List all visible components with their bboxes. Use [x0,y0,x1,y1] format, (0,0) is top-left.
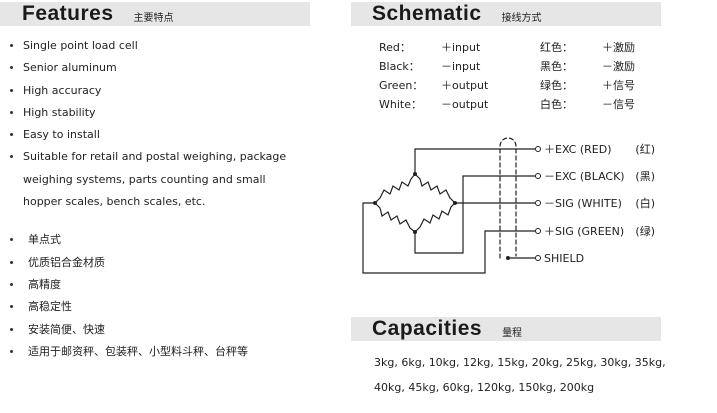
feature-text: Senior aluminum [23,61,117,75]
feature-text: High accuracy [23,83,102,97]
terminal-label: SHIELD [544,252,584,265]
resistor-upper-right [414,173,456,204]
feature-text: hopper scales, bench scales, etc. [23,195,206,209]
terminal-sig-plus [535,228,541,234]
schematic-header: Schematic 接线方式 [351,2,661,26]
cable-shield [499,137,517,259]
feature-item-cn: 单点式 [8,232,338,254]
feature-item: Senior aluminum [8,60,338,82]
terminal-label-cn: (红) [635,143,655,156]
feature-item: High accuracy [8,83,338,105]
feature-item-cn: 高精度 [8,277,338,299]
capacities-subtitle: 量程 [502,327,523,339]
wiring-color: White： [379,98,422,111]
bullet-icon [10,305,13,309]
terminal-label: ＋SIG (GREEN) [544,225,624,238]
features-header: Features 主要特点 [0,2,310,26]
terminal-shield [535,255,541,261]
wire-exc-minus [414,175,536,254]
capacities-line-1: 3kg, 6kg, 10kg, 12kg, 15kg, 20kg, 25kg, … [374,356,666,369]
wiring-color: Black： [379,60,420,73]
bullet-icon [10,88,13,92]
wiring-signal: ＋input [441,41,481,54]
terminal-label-cn: (白) [635,196,655,210]
wiring-cn-color: 白色： [540,98,573,111]
terminal-label: －EXC (BLACK) [544,170,625,183]
features-title: Features [22,2,114,25]
wiring-cn-color: 绿色： [540,79,573,92]
wiring-cn-signal: －信号 [602,98,635,111]
node-bottom [413,230,417,234]
schematic-subtitle: 接线方式 [501,12,542,24]
bullet-icon [10,110,13,114]
feature-text: Suitable for retail and postal weighing,… [23,150,287,164]
wiring-color: Green： [379,79,424,92]
feature-text: Single point load cell [23,39,138,52]
bullet-icon [10,260,13,264]
terminal-label-cn: (绿) [635,224,655,238]
node-left [373,201,377,205]
wiring-cn-signal: －激励 [602,60,635,73]
schematic-title: Schematic [372,2,482,25]
wiring-cn-color: 黑色： [540,60,573,73]
bullet-icon [10,238,13,242]
feature-text-cn: 高稳定性 [28,300,72,314]
wiring-signal: ＋output [441,79,489,92]
feature-text-cn: 安装简便、快速 [28,322,105,336]
wiring-signal: －output [441,98,489,111]
feature-item: Suitable for retail and postal weighing,… [8,149,338,171]
capacities-line-2: 40kg, 45kg, 60kg, 120kg, 150kg, 200kg [374,381,595,394]
node-shield [506,256,510,260]
feature-text-cn: 优质铝合金材质 [28,255,105,269]
terminal-sig-minus [535,200,541,206]
capacities-title: Capacities [372,317,483,340]
bullet-icon [10,44,13,47]
wiring-cn-signal: ＋激励 [602,41,635,54]
terminal-exc-plus [535,146,541,152]
bullet-icon [10,349,13,353]
feature-item: High stability [8,105,338,127]
feature-item-cn: 适用于邮资秤、包装秤、小型料斗秤、台秤等 [8,344,338,366]
feature-item: Easy to install [8,127,338,149]
feature-item: hopper scales, bench scales, etc. [8,194,338,216]
feature-text-cn: 单点式 [28,233,61,247]
wiring-cn-signal: ＋信号 [602,79,635,92]
features-subtitle: 主要特点 [133,12,174,24]
bullet-icon [10,133,13,137]
feature-item: weighing systems, parts counting and sma… [8,172,338,194]
node-top [413,172,417,176]
bullet-icon [10,66,13,70]
terminal-label: －SIG (WHITE) [544,197,622,210]
feature-text: High stability [23,105,96,119]
feature-item-cn: 高稳定性 [8,299,338,321]
wire-exc-plus [414,148,536,175]
terminal-exc-minus [535,173,541,179]
node-right [453,201,457,205]
terminal-label: ＋EXC (RED) [544,143,612,156]
bullet-icon [10,155,13,159]
feature-item: Single point load cell [8,38,338,60]
wiring-signal: －input [441,60,481,73]
resistor-lower-left [374,202,416,233]
capacities-header: Capacities 量程 [351,317,661,341]
feature-item-cn: 优质铝合金材质 [8,255,338,277]
wiring-color: Red： [379,41,411,54]
feature-text-cn: 高精度 [28,277,61,291]
bullet-icon [10,282,13,286]
resistor-upper-left [374,173,416,204]
feature-item-cn: 安装简便、快速 [8,322,338,344]
wire-sig-plus [362,202,536,274]
bullet-icon [10,327,13,331]
feature-text-cn: 适用于邮资秤、包装秤、小型料斗秤、台秤等 [28,344,248,358]
feature-text: Easy to install [23,128,100,142]
terminal-label-cn: (黑) [635,170,655,183]
wiring-cn-color: 红色： [540,41,573,54]
resistor-lower-right [414,202,456,233]
feature-text: weighing systems, parts counting and sma… [23,172,266,186]
